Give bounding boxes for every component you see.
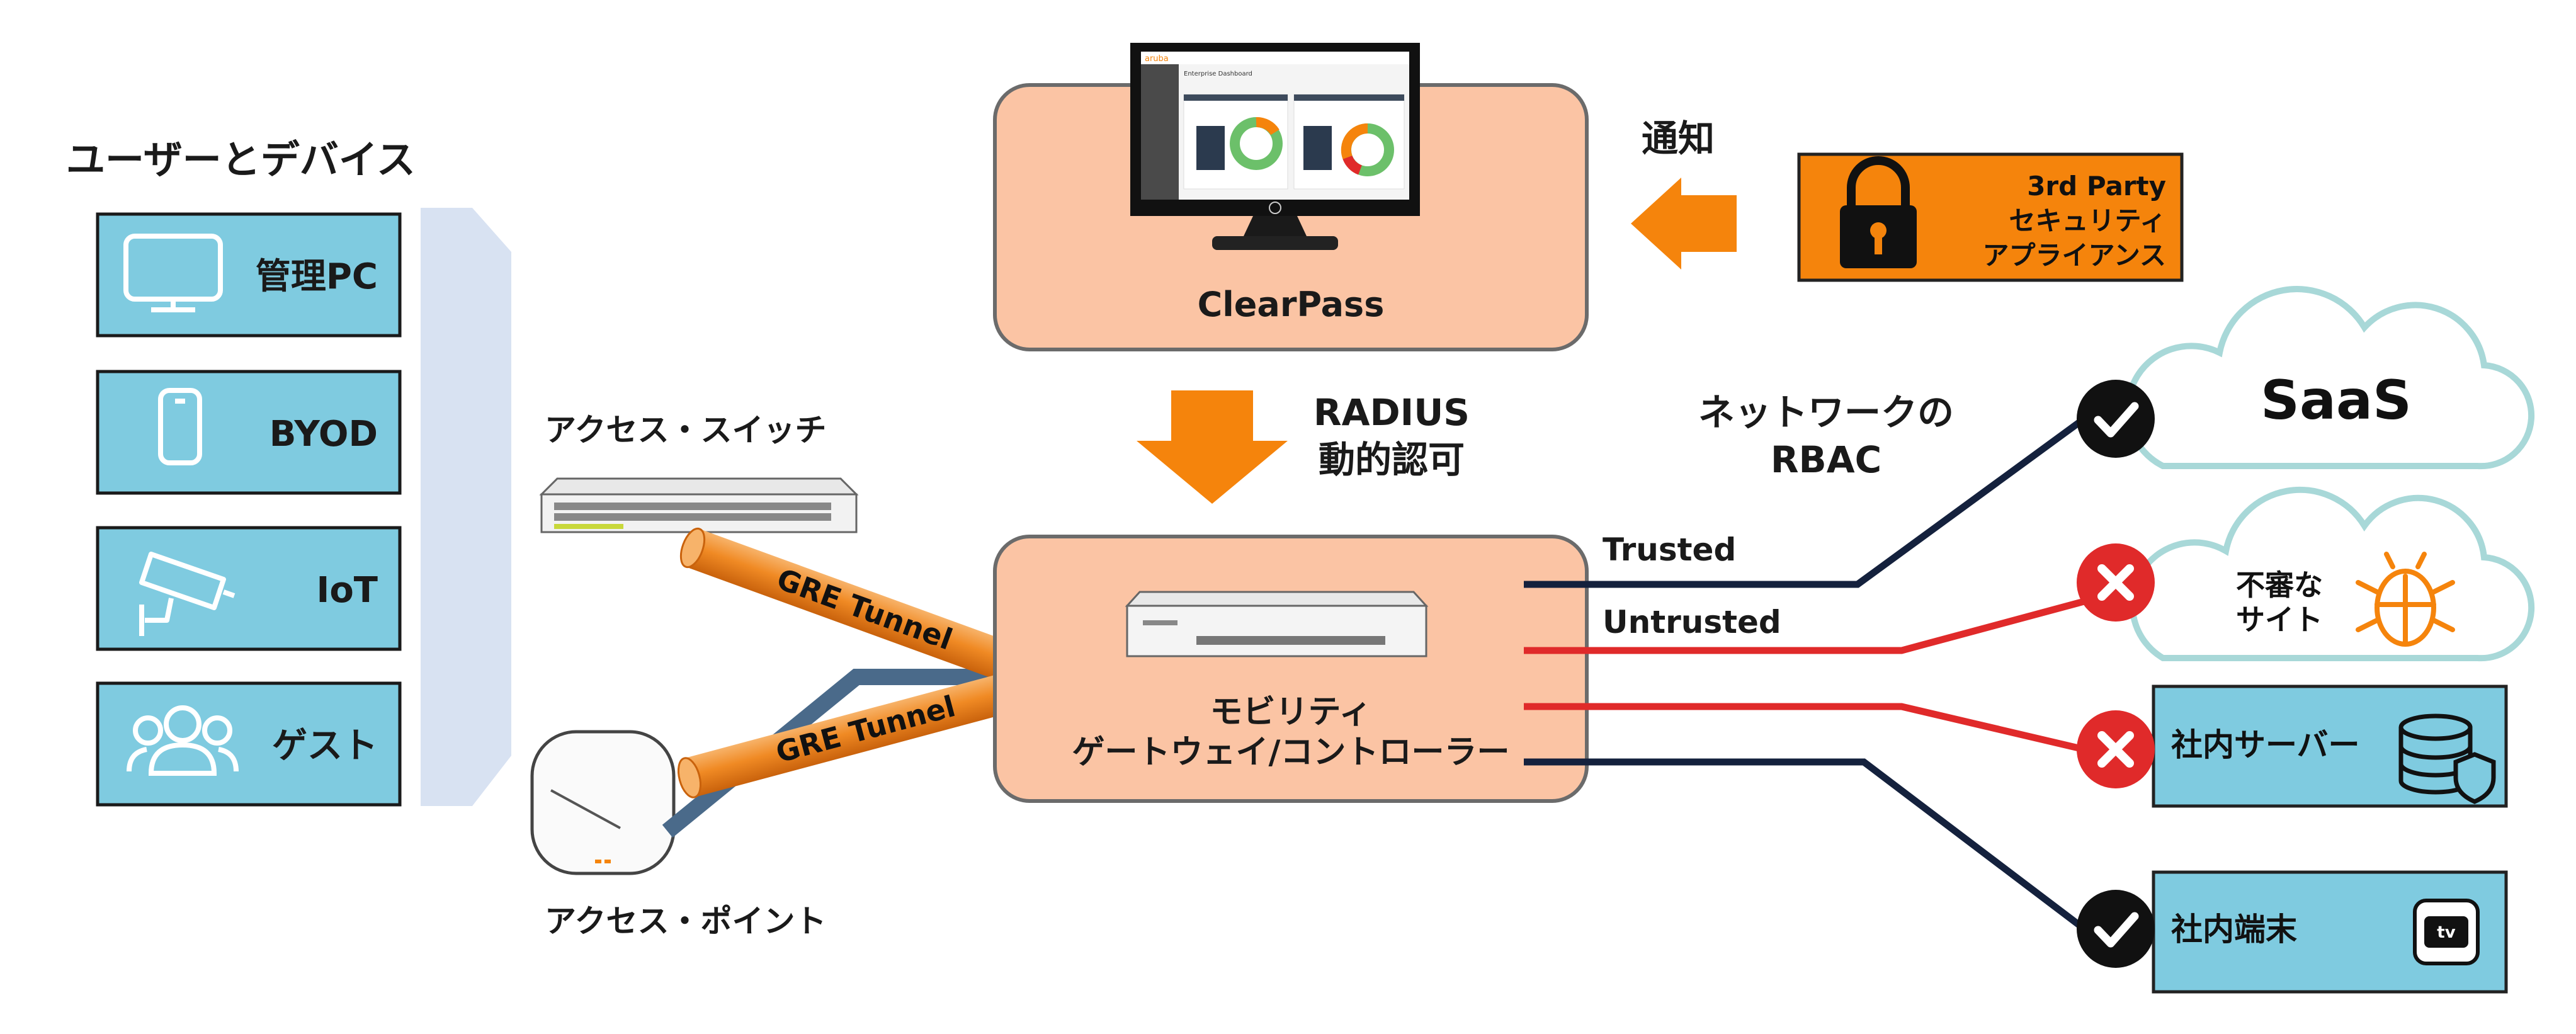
- svg-text:tv: tv: [2437, 923, 2455, 942]
- switch-label: アクセス・スイッチ: [545, 412, 827, 448]
- gateway-appliance-device: [1125, 591, 1429, 657]
- device-label-guest: ゲスト: [272, 725, 378, 766]
- untrusted-label: Untrusted: [1603, 604, 1781, 640]
- link-untrusted-site: [1524, 598, 2085, 654]
- notify-label: 通知: [1642, 117, 1715, 160]
- suspicious-label-line1: 不審な: [2236, 568, 2323, 602]
- security-camera-icon: [139, 552, 235, 636]
- clearpass-label: ClearPass: [1198, 285, 1385, 324]
- ap-label: アクセス・ポイント: [545, 903, 827, 940]
- internal-terminal-box: 社内端末 tv: [2152, 870, 2508, 994]
- status-blocked-server: [2077, 710, 2155, 788]
- check-icon: [2094, 402, 2139, 438]
- radius-line1: RADIUS: [1314, 391, 1470, 434]
- link-terminal: [1524, 758, 2087, 932]
- device-label-iot: IoT: [316, 570, 378, 611]
- link-server: [1524, 703, 2085, 753]
- database-shield-icon: [2398, 713, 2496, 804]
- saas-cloud: SaaS: [2125, 286, 2535, 470]
- status-allowed-saas: [2077, 380, 2155, 458]
- bug-icon: [2356, 552, 2455, 647]
- monitor-display: aruba Enterprise Dashboard: [1130, 43, 1420, 250]
- smartphone-icon: [158, 388, 202, 465]
- access-switch-device: [539, 477, 859, 533]
- radius-line2: 動的認可: [1319, 438, 1465, 481]
- gre-tunnel-label-upper: GRE Tunnel: [773, 562, 957, 657]
- saas-label: SaaS: [2261, 369, 2412, 432]
- status-allowed-terminal: [2077, 890, 2155, 968]
- gre-tunnel-label-lower: GRE Tunnel: [773, 689, 959, 770]
- users-heading: ユーザーとデバイス: [66, 137, 416, 183]
- gateway-line1: モビリティ: [1210, 693, 1372, 731]
- internal-server-box: 社内サーバー: [2152, 685, 2508, 808]
- rbac-line2: RBAC: [1771, 438, 1881, 481]
- radius-arrow: [1137, 390, 1288, 504]
- screen-brand-text: aruba: [1145, 54, 1169, 64]
- cross-icon: [2097, 564, 2134, 601]
- third-party-appliance: 3rd Party セキュリティ アプライアンス: [1797, 152, 2184, 282]
- hp-logo-icon: [1269, 202, 1281, 214]
- device-label-pc: 管理PC: [256, 256, 378, 297]
- gateway-line2: ゲートウェイ/コントローラー: [1072, 734, 1510, 771]
- third-party-line2: セキュリティ: [2009, 205, 2166, 236]
- trusted-label: Trusted: [1603, 531, 1736, 568]
- third-party-line1: 3rd Party: [2027, 171, 2166, 202]
- server-label: 社内サーバー: [2171, 727, 2360, 763]
- device-box-guest: ゲスト: [96, 681, 402, 807]
- padlock-icon: [1840, 156, 1917, 268]
- third-party-line3: アプライアンス: [1983, 240, 2166, 271]
- link-trusted-saas: [1524, 416, 2087, 588]
- check-icon: [2094, 912, 2139, 948]
- screen-title-text: Enterprise Dashboard: [1184, 71, 1252, 77]
- cross-icon: [2097, 731, 2134, 768]
- device-label-byod: BYOD: [270, 414, 378, 455]
- rbac-line1: ネットワークの: [1698, 391, 1954, 434]
- notify-arrow: [1631, 178, 1737, 270]
- users-connector-band: [421, 208, 511, 806]
- apple-tv-icon: tv: [2413, 899, 2480, 965]
- device-box-pc: 管理PC: [96, 212, 402, 338]
- access-point-device: [530, 730, 676, 875]
- device-box-iot: IoT: [96, 526, 402, 651]
- suspicious-label-line2: サイト: [2236, 603, 2323, 637]
- terminal-label: 社内端末: [2171, 911, 2297, 948]
- people-group-icon: [127, 705, 239, 776]
- monitor-icon: [123, 234, 223, 312]
- device-box-byod: BYOD: [96, 370, 402, 495]
- suspicious-site-cloud: 不審な サイト: [2129, 486, 2535, 662]
- status-blocked-site: [2077, 543, 2155, 622]
- cloud-icon: [2125, 286, 2535, 470]
